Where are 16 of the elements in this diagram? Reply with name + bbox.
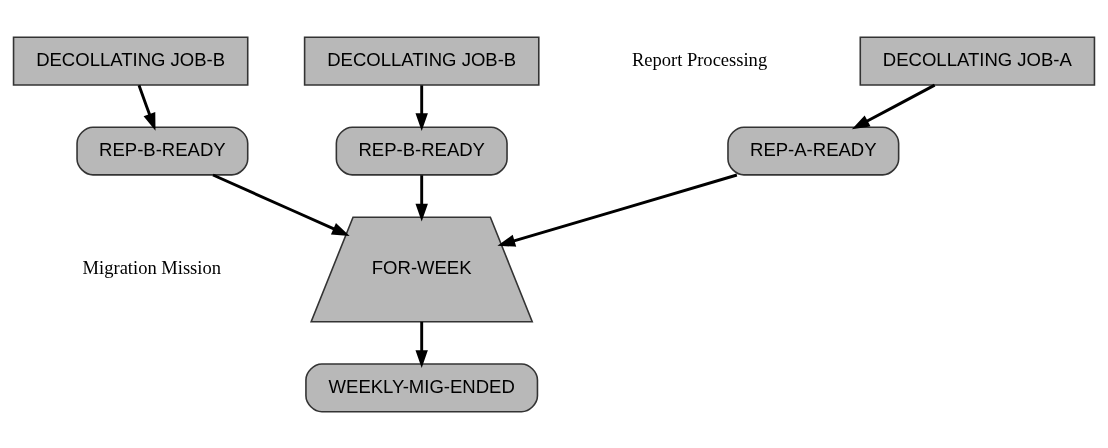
node-box: REP-A-READY (727, 125, 900, 176)
label: Migration Mission (82, 256, 221, 278)
node-box: DECOLLATING JOB-B (12, 36, 249, 86)
arrow (497, 173, 738, 247)
label: Report Processing (631, 48, 768, 70)
node-box: DECOLLATING JOB-B (303, 36, 540, 86)
arrow (415, 174, 428, 221)
node-box: REP-B-READY (335, 125, 508, 176)
arrow (137, 84, 156, 131)
arrow (851, 83, 936, 129)
node-box: WEEKLY-MIG-ENDED (305, 362, 539, 412)
arrow (212, 173, 350, 236)
node-box: DECOLLATING JOB-A (859, 36, 1096, 86)
arrow (415, 84, 428, 131)
node-box: REP-B-READY (76, 125, 249, 176)
arrow (415, 321, 428, 368)
